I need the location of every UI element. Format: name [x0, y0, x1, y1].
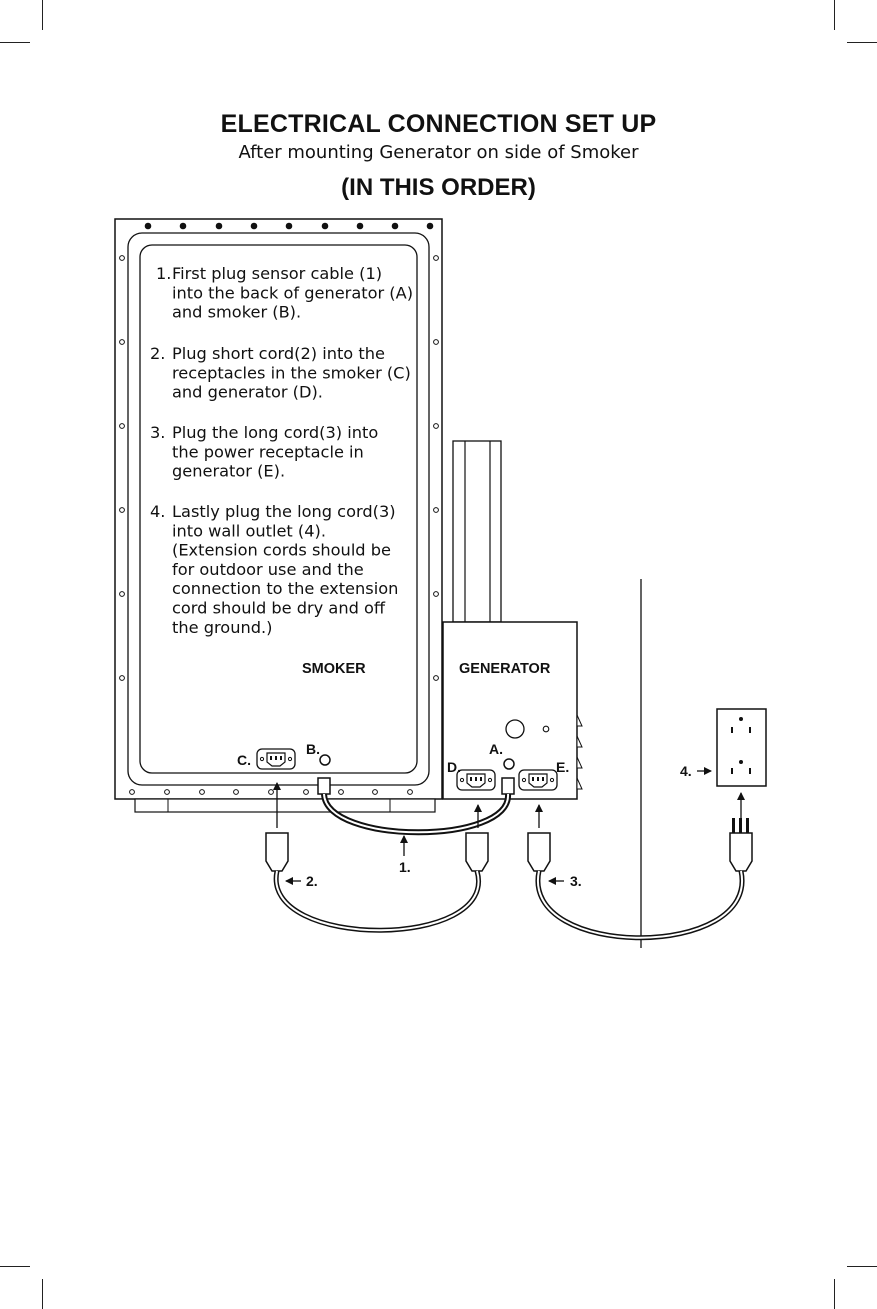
bolt-icon	[426, 222, 434, 230]
bolt-icon	[119, 591, 125, 597]
bolt-icon	[433, 339, 439, 345]
indicator-light-icon	[542, 725, 550, 733]
bolt-icon	[215, 222, 223, 230]
crop-mark	[847, 42, 877, 43]
long-cord	[527, 818, 753, 941]
smoker-bolts	[119, 222, 439, 795]
crop-mark	[834, 0, 835, 30]
bolt-icon	[233, 789, 239, 795]
bolt-icon	[356, 222, 364, 230]
crop-mark	[847, 1266, 877, 1267]
bolt-icon	[433, 591, 439, 597]
bolt-icon	[119, 507, 125, 513]
generator-label: GENERATOR	[459, 661, 551, 677]
receptacle-d-icon	[456, 769, 496, 791]
page-title: ELECTRICAL CONNECTION SET UP	[220, 110, 657, 138]
bolt-icon	[144, 222, 152, 230]
crop-mark	[0, 42, 30, 43]
bolt-icon	[119, 255, 125, 261]
label-e: E.	[556, 759, 569, 775]
instruction-number: 2.	[150, 344, 165, 363]
label-c: C.	[237, 752, 251, 768]
receptacle-e-icon	[518, 769, 558, 791]
crop-mark	[0, 1266, 30, 1267]
smoker-label: SMOKER	[302, 661, 366, 677]
bolt-icon	[321, 222, 329, 230]
bolt-icon	[433, 255, 439, 261]
bolt-icon	[285, 222, 293, 230]
crop-mark	[42, 0, 43, 30]
wall-outlet-icon	[716, 708, 767, 787]
bolt-icon	[199, 789, 205, 795]
bolt-icon	[119, 423, 125, 429]
instruction-number: 1.	[156, 264, 171, 283]
sensor-cable	[317, 777, 515, 836]
receptacle-c-icon	[256, 748, 296, 770]
instruction-line: cord should be dry and off	[172, 599, 386, 618]
instruction-number: 4.	[150, 502, 165, 521]
crop-mark	[42, 1279, 43, 1309]
instruction-line: into the back of generator (A)	[172, 283, 413, 302]
arrow-icon	[273, 767, 745, 885]
instruction-line: the power receptacle in	[172, 442, 364, 461]
generator-knob	[505, 719, 525, 739]
instruction-line: connection to the extension	[172, 579, 398, 598]
instruction-number: 3.	[150, 423, 165, 442]
order-note: (IN THIS ORDER)	[341, 174, 536, 201]
instruction-line: the ground.)	[172, 618, 272, 637]
instruction-line: into wall outlet (4).	[172, 521, 326, 540]
chimney	[452, 440, 502, 623]
bolt-icon	[119, 339, 125, 345]
crop-mark	[834, 1279, 835, 1309]
label-outlet-4: 4.	[680, 763, 692, 779]
bolt-icon	[433, 507, 439, 513]
bolt-icon	[391, 222, 399, 230]
instruction-list: 1.First plug sensor cable (1)into the ba…	[150, 264, 413, 637]
bolt-icon	[164, 789, 170, 795]
label-cord-2: 2.	[306, 873, 318, 889]
label-a: A.	[489, 741, 503, 757]
bolt-icon	[433, 423, 439, 429]
bolt-icon	[268, 789, 274, 795]
bolt-icon	[407, 789, 413, 795]
bolt-icon	[338, 789, 344, 795]
bolt-icon	[250, 222, 258, 230]
bolt-icon	[129, 789, 135, 795]
bolt-icon	[433, 675, 439, 681]
label-b: B.	[306, 741, 320, 757]
instruction-line: Plug the long cord(3) into	[172, 423, 378, 442]
instruction-line: Plug short cord(2) into the	[172, 344, 385, 363]
instruction-line: and generator (D).	[172, 383, 323, 402]
bolt-icon	[372, 789, 378, 795]
instruction-line: (Extension cords should be	[172, 541, 391, 560]
bolt-icon	[119, 675, 125, 681]
label-d: D.	[447, 759, 461, 775]
sensor-jack-b-icon	[319, 754, 331, 766]
label-cable-1: 1.	[399, 859, 411, 875]
smoker-body	[114, 218, 443, 813]
bolt-icon	[179, 222, 187, 230]
sensor-jack-a-icon	[503, 758, 515, 770]
instruction-line: and smoker (B).	[172, 303, 301, 322]
bolt-icon	[303, 789, 309, 795]
instruction-line: First plug sensor cable (1)	[172, 264, 382, 283]
instruction-line: generator (E).	[172, 462, 285, 481]
instruction-line: receptacles in the smoker (C)	[172, 363, 411, 382]
instruction-line: for outdoor use and the	[172, 560, 364, 579]
label-cord-3: 3.	[570, 873, 582, 889]
page-subtitle: After mounting Generator on side of Smok…	[238, 142, 639, 163]
short-cord	[265, 832, 489, 933]
instruction-line: Lastly plug the long cord(3)	[172, 502, 396, 521]
